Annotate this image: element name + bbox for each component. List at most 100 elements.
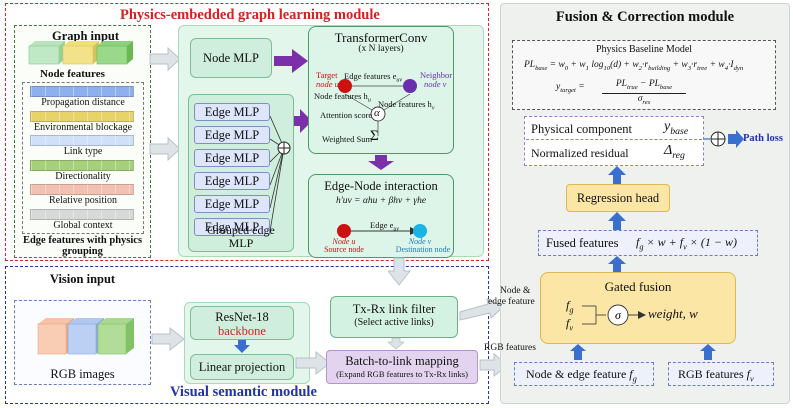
node-mlp-box: Node MLP [190,38,272,78]
transformer-conv-box [308,26,454,154]
fv-symbol: fv [566,316,574,333]
attention-score-label: Attention score [320,110,373,120]
node-edge-feature-label: Node & edge feature fg [526,367,637,384]
resnet-box [190,306,294,340]
edge-mlp-label: Edge MLP [204,219,260,234]
regression-up-arrow [608,166,626,184]
gated-up-arrow [608,256,626,272]
edge-mlp-label: Edge MLP [204,104,260,119]
edge-feature-label: Global context [53,219,113,231]
node-features-hu: Node features hu [314,91,371,104]
edge-mlp-box: Edge MLP [194,126,270,144]
physical-component-row [526,118,702,140]
fusion-module-title: Fusion & Correction module [555,9,735,25]
vision-input-arrow [151,326,185,352]
node-edge-side-line2: edge feature [488,297,535,307]
edge-feature-label: Relative position [48,195,118,206]
input-arrows [149,46,181,162]
vision-to-mapping-arrows [295,350,331,376]
physical-residual-group [524,116,704,166]
node-features-label: Node features [40,68,105,80]
edge-node-formula: h'uv = αhu + βhv + γhe [335,196,427,206]
regression-head-label: Regression head [576,190,660,205]
node-mlp-label: Node MLP [203,50,259,65]
node-feature-cubes [28,41,133,65]
resnet-down-arrow [234,340,250,353]
edge-feature-bar [30,159,134,171]
vision-input-title: Vision input [49,272,116,286]
graph-to-txrx-arrow [388,257,412,286]
source-node-icon [337,224,351,238]
baseline-formula-2: ytarget = [556,82,585,94]
edge-feature-bar [30,135,134,146]
baseline-formula-2-num: PLtrue − PLbase [602,79,686,94]
baseline-formula-1: PLbase = w0 + w1 log10(d) + w2·rbuilding… [524,60,744,72]
edge-mlp-label: Edge MLP [204,196,260,211]
path-loss-label: Path loss [743,133,783,144]
transformer-title: TransformerConv [334,30,428,45]
baseline-model-box [512,40,776,110]
transformer-down-arrow [368,155,394,170]
edge-mlp-label: Edge MLP [204,127,260,142]
rgb-features-side: RGB features [484,343,536,353]
purple-arrow-node [274,49,308,73]
fg-symbol: fg [566,298,574,315]
vision-module-title: Visual semantic module [170,384,317,400]
edge-caption-line1: Edge features with physics [22,235,143,246]
svg-text:σ: σ [615,308,622,322]
txrx-filter-box [330,296,458,338]
gated-fusion-diagram: σ [582,304,646,326]
transformer-subtitle: (x N layers) [358,44,404,54]
batch-mapping-sub: (Expand RGB features to Tx-Rx links) [336,369,468,379]
vision-module-frame [5,266,489,404]
weighted-sum-label: Weighted Sum [322,134,373,144]
target-node-icon [338,79,352,93]
edge-feature-label: Directionality [55,170,111,182]
edge-feature-label: Environmental blockage [33,121,133,133]
edge-features-euv: Edge features euv [344,71,402,84]
rgb-features-box [668,362,774,386]
gated-fusion-title: Gated fusion [604,279,672,294]
target-node-label-line2: node u [316,79,339,89]
physics-module-frame [5,3,489,261]
txrx-down-arrow [388,338,404,350]
txrx-filter-title: Tx-Rx link filter [352,302,436,316]
baseline-title: Physics Baseline Model [595,44,693,55]
resnet-label: ResNet-18 [215,310,269,324]
feature-up-arrows [570,344,716,360]
node-edge-side-line1: Node & [500,286,531,296]
y-base-symbol: ybase [664,119,689,137]
neighbor-node-icon [403,79,417,93]
batch-mapping-title: Batch-to-link mapping [345,354,459,368]
rgb-image-cubes [37,318,134,355]
edge-euv-label: Edge euv [370,220,399,233]
fused-features-box [538,230,758,256]
normalized-residual-label: Normalized residual [531,146,629,160]
target-node-label-line1: Target [316,70,338,80]
edge-mlp-aggregation [270,115,291,232]
purple-arrows [274,49,312,133]
edge-mlp-box: Edge MLP [194,103,270,121]
rgb-images-label: RGB images [50,367,115,381]
edge-mlp-box: Edge MLP [194,149,270,167]
dest-node-line2: Destination node [395,245,451,254]
edge-caption-line2: grouping [62,246,103,257]
transformer-diagram [338,79,417,136]
destination-node-icon [413,224,427,238]
edge-mlp-box: Edge MLP [194,195,270,213]
alpha-symbol: α [374,107,380,119]
batch-mapping-box [326,350,478,384]
edge-mlp-label: Edge MLP [204,150,260,165]
edge-feature-bar [30,86,134,97]
neighbor-node-label-line2: node v [424,79,447,89]
purple-arrow-edge [294,109,312,133]
fused-features-label: Fused features [546,236,619,250]
linear-to-batch-arrow [295,350,331,376]
node-features-hv: Node features hv [378,99,435,112]
txrx-filter-sub: (Select active links) [354,317,434,328]
fused-features-formula: fg × w + fv × (1 − w) [636,235,737,252]
edge-feature-group [22,82,144,234]
edge-feature-bar [30,184,134,195]
edge-node-interaction-box [308,174,454,258]
edge-node-diagram [337,224,427,238]
